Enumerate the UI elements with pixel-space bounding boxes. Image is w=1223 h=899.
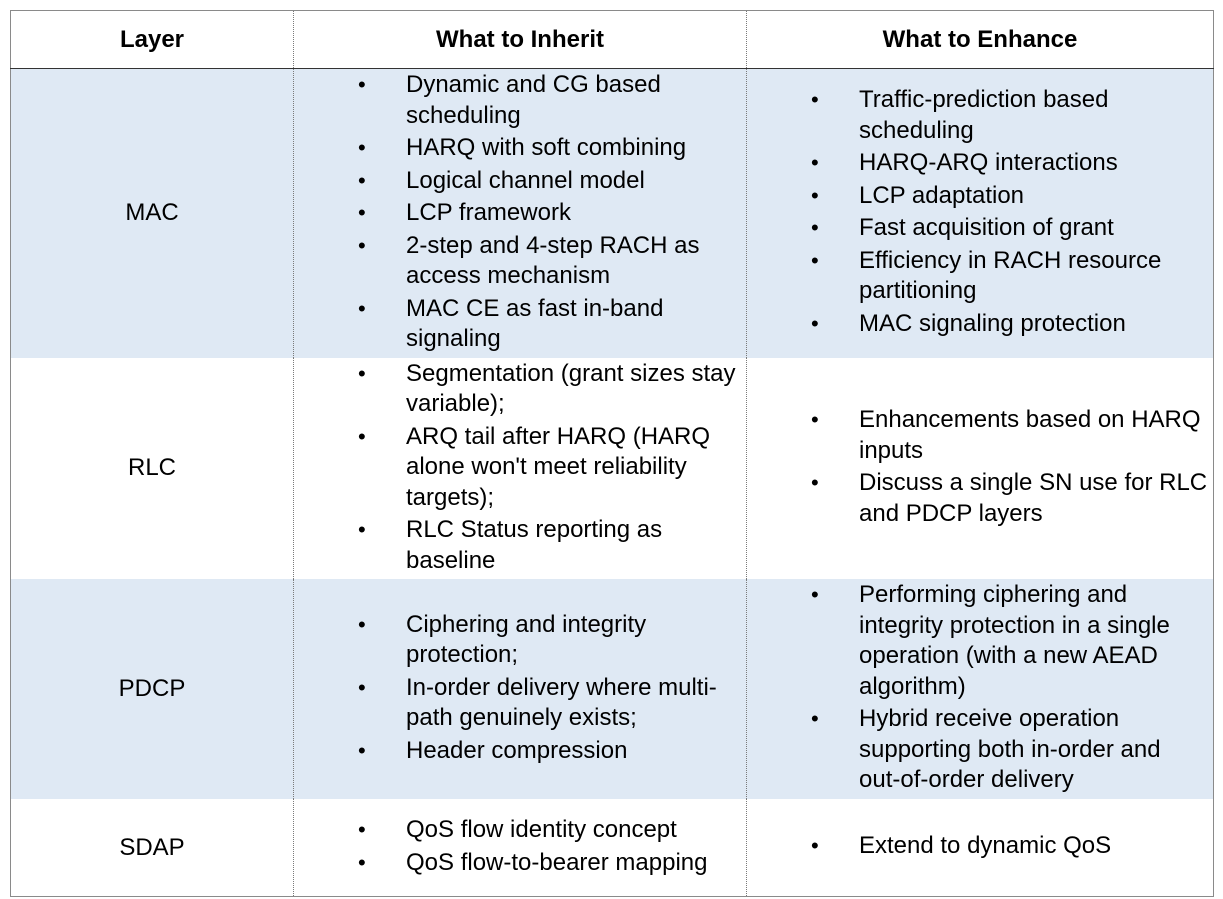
list-item: Traffic-prediction based scheduling (748, 85, 1212, 146)
list-item: Enhancements based on HARQ inputs (748, 405, 1212, 466)
header-what-to-enhance: What to Enhance (746, 10, 1214, 69)
list-item: MAC CE as fast in-band signaling (295, 294, 745, 355)
inherit-cell-pdcp: Ciphering and integrity protection; In-o… (293, 579, 747, 799)
list-item: Header compression (295, 736, 745, 767)
list-item: Ciphering and integrity protection; (295, 610, 745, 671)
enhance-cell-sdap: Extend to dynamic QoS (746, 799, 1214, 897)
inherit-list-sdap: QoS flow identity concept QoS flow-to-be… (295, 815, 745, 878)
list-item: QoS flow-to-bearer mapping (295, 848, 745, 879)
list-item: QoS flow identity concept (295, 815, 745, 846)
inherit-list-mac: Dynamic and CG based scheduling HARQ wit… (295, 70, 745, 355)
inherit-list-pdcp: Ciphering and integrity protection; In-o… (295, 610, 745, 767)
inherit-cell-rlc: Segmentation (grant sizes stay variable)… (293, 357, 747, 579)
header-row: Layer What to Inherit What to Enhance (10, 10, 1214, 69)
enhance-list-pdcp: Performing ciphering and integrity prote… (748, 580, 1212, 796)
list-item: In-order delivery where multi-path genui… (295, 673, 745, 734)
table-row-rlc: RLC Segmentation (grant sizes stay varia… (10, 357, 1214, 579)
list-item: Efficiency in RACH resource partitioning (748, 246, 1212, 307)
list-item: 2-step and 4-step RACH as access mechani… (295, 231, 745, 292)
layer-comparison-table-wrapper: Layer What to Inherit What to Enhance MA… (10, 10, 1214, 897)
list-item: MAC signaling protection (748, 309, 1212, 340)
list-item: RLC Status reporting as baseline (295, 515, 745, 576)
layer-comparison-table: Layer What to Inherit What to Enhance MA… (10, 10, 1214, 897)
inherit-cell-sdap: QoS flow identity concept QoS flow-to-be… (293, 799, 747, 897)
list-item: HARQ with soft combining (295, 133, 745, 164)
inherit-list-rlc: Segmentation (grant sizes stay variable)… (295, 359, 745, 577)
list-item: Dynamic and CG based scheduling (295, 70, 745, 131)
list-item: Discuss a single SN use for RLC and PDCP… (748, 468, 1212, 529)
list-item: LCP framework (295, 198, 745, 229)
layer-cell-rlc: RLC (10, 357, 294, 579)
list-item: Segmentation (grant sizes stay variable)… (295, 359, 745, 420)
list-item: Performing ciphering and integrity prote… (748, 580, 1212, 702)
layer-cell-mac: MAC (10, 68, 294, 358)
header-layer: Layer (10, 10, 294, 69)
header-what-to-inherit: What to Inherit (293, 10, 747, 69)
list-item: Extend to dynamic QoS (748, 831, 1212, 862)
table-row-mac: MAC Dynamic and CG based scheduling HARQ… (10, 68, 1214, 358)
layer-cell-sdap: SDAP (10, 799, 294, 897)
enhance-list-mac: Traffic-prediction based scheduling HARQ… (748, 85, 1212, 339)
list-item: LCP adaptation (748, 181, 1212, 212)
list-item: Hybrid receive operation supporting both… (748, 704, 1212, 796)
enhance-list-sdap: Extend to dynamic QoS (748, 831, 1212, 862)
list-item: HARQ-ARQ interactions (748, 148, 1212, 179)
table-row-sdap: SDAP QoS flow identity concept QoS flow-… (10, 799, 1214, 897)
list-item: ARQ tail after HARQ (HARQ alone won't me… (295, 422, 745, 514)
enhance-list-rlc: Enhancements based on HARQ inputs Discus… (748, 405, 1212, 529)
enhance-cell-mac: Traffic-prediction based scheduling HARQ… (746, 68, 1214, 358)
table-row-pdcp: PDCP Ciphering and integrity protection;… (10, 579, 1214, 799)
list-item: Logical channel model (295, 166, 745, 197)
enhance-cell-rlc: Enhancements based on HARQ inputs Discus… (746, 357, 1214, 579)
inherit-cell-mac: Dynamic and CG based scheduling HARQ wit… (293, 68, 747, 358)
list-item: Fast acquisition of grant (748, 213, 1212, 244)
enhance-cell-pdcp: Performing ciphering and integrity prote… (746, 579, 1214, 799)
layer-cell-pdcp: PDCP (10, 579, 294, 799)
